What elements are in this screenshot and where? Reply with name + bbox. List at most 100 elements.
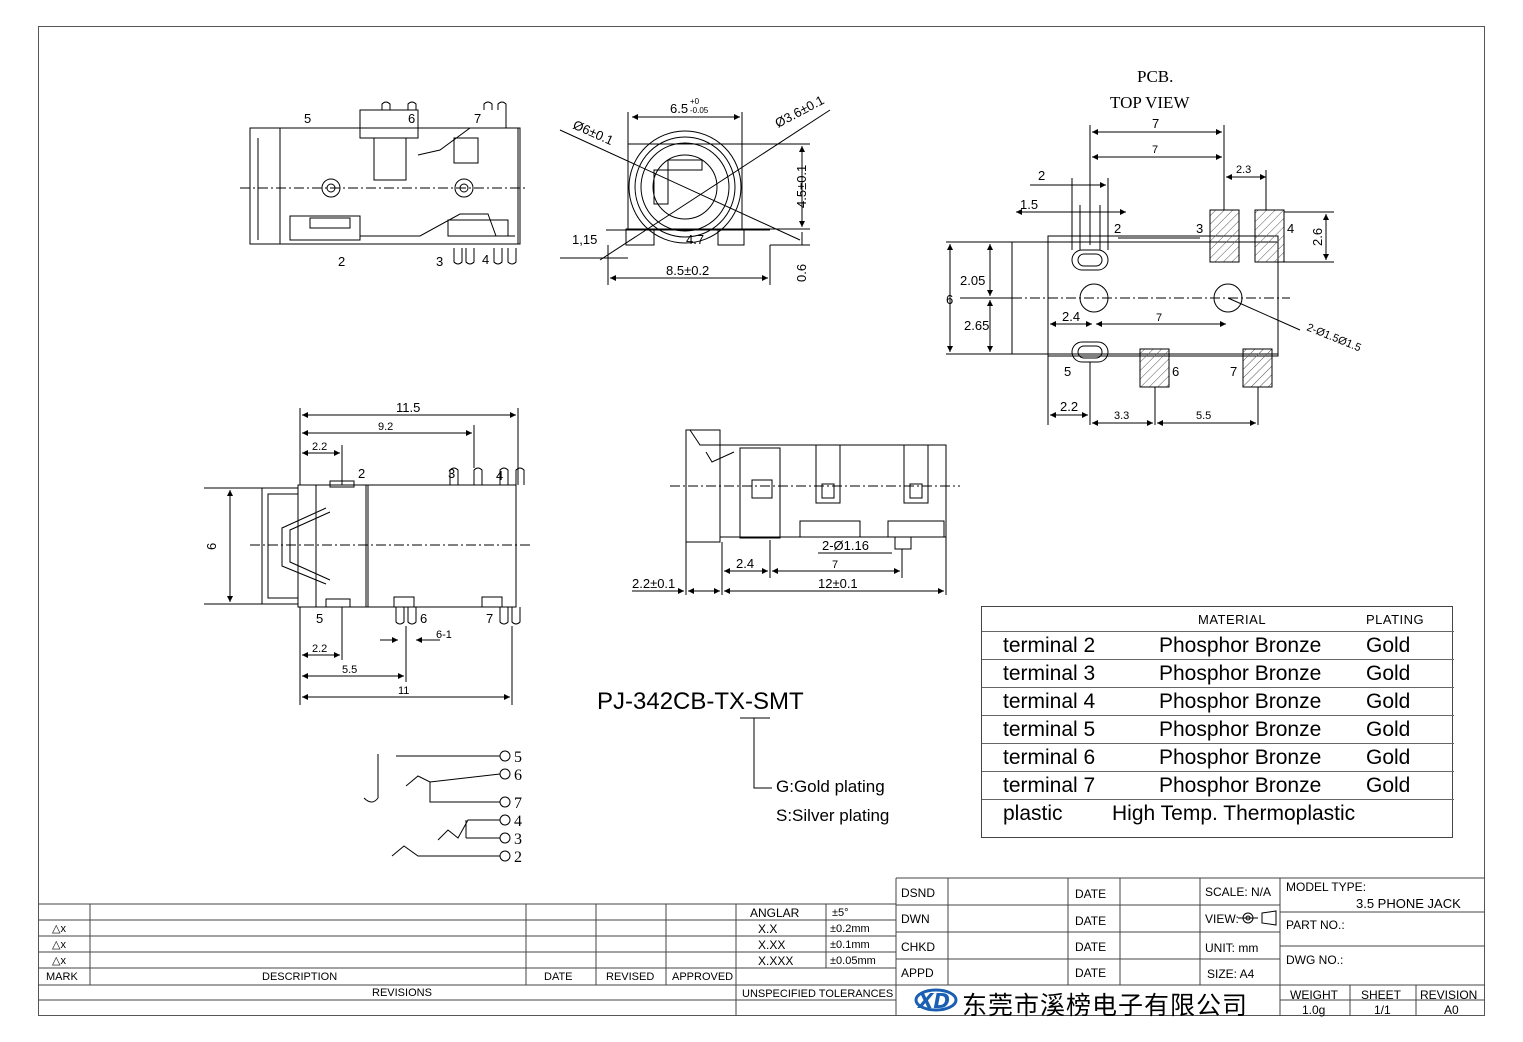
dim: 9.2 — [378, 421, 393, 433]
materials-part: terminal 3 — [1003, 662, 1096, 685]
dim-holes: 2-Ø1.16 — [822, 538, 869, 553]
materials-row: terminal 4 Phosphor Bronze Gold — [982, 687, 1454, 715]
logo-mark: XD — [916, 989, 950, 1013]
pad-label: 2 — [1114, 221, 1121, 236]
role-dwn: DWN — [901, 912, 930, 926]
pin-label: 6 — [408, 111, 415, 126]
pin-label: 7 — [486, 611, 493, 626]
tolerance-value: ±0.2mm — [830, 923, 870, 935]
materials-row: terminal 7 Phosphor Bronze Gold — [982, 771, 1454, 799]
materials-plating: Gold — [1366, 634, 1411, 657]
materials-material: Phosphor Bronze — [1159, 634, 1322, 657]
date-label: DATE — [1075, 914, 1107, 928]
pad-label: 4 — [1287, 221, 1294, 236]
materials-row: terminal 5 Phosphor Bronze Gold — [982, 715, 1454, 743]
company-name: 东莞市溪榜电子有限公司 — [962, 991, 1249, 1020]
dim: 2.4 — [736, 556, 754, 571]
tolerance-label: X.XXX — [758, 954, 794, 968]
size-label: SIZE: A4 — [1207, 967, 1255, 981]
part-no-label: PART NO.: — [1286, 918, 1345, 932]
dim-outer-dia: Ø6±0.1 — [571, 117, 616, 148]
materials-part: terminal 5 — [1003, 718, 1096, 741]
side-view — [632, 429, 960, 595]
materials-material: Phosphor Bronze — [1159, 690, 1322, 713]
dim-thick: 0.6 — [794, 264, 809, 282]
tolerance-label: X.XX — [758, 938, 786, 952]
materials-material: Phosphor Bronze — [1159, 662, 1322, 685]
dim: 7 — [1152, 116, 1159, 131]
materials-part: terminal 6 — [1003, 746, 1096, 769]
revisions-header-approved: APPROVED — [672, 971, 734, 983]
dim: 11 — [398, 685, 409, 697]
dim-holes: 2-Ø1.5Ø1.5 — [1305, 322, 1363, 355]
tolerance-value: ±0.1mm — [830, 939, 870, 951]
pin-label: 4 — [496, 468, 503, 483]
tolerance-label: X.X — [758, 922, 778, 936]
model-type-label: MODEL TYPE: — [1286, 880, 1367, 894]
model-type-value: 3.5 PHONE JACK — [1356, 896, 1461, 911]
schematic-pin: 2 — [514, 849, 522, 866]
role-appd: APPD — [901, 966, 934, 980]
tolerances-title: UNSPECIFIED TOLERANCES — [742, 988, 894, 1000]
materials-part: plastic — [1003, 802, 1063, 825]
dim: 5.5 — [1196, 410, 1211, 422]
revisions-header-date: DATE — [544, 971, 573, 983]
drawing-frame — [38, 26, 1485, 1016]
materials-plating: Gold — [1366, 718, 1411, 741]
materials-plating: Gold — [1366, 746, 1411, 769]
dim: 11.5 — [396, 400, 420, 415]
materials-part: terminal 7 — [1003, 774, 1096, 797]
pin-label: 4 — [482, 252, 489, 267]
revision-value: A0 — [1444, 1003, 1459, 1017]
tolerance-label: ANGLAR — [750, 906, 800, 920]
pcb-title-line2: TOP VIEW — [1110, 93, 1190, 112]
view-symbol-icon — [1238, 910, 1277, 926]
pcb-view — [946, 125, 1334, 426]
tolerance-value: ±5° — [832, 907, 849, 919]
dim: 2.3 — [1236, 164, 1251, 176]
dim: 2.2 — [312, 643, 327, 655]
view-label: VIEW: — [1205, 912, 1239, 926]
date-label: DATE — [1075, 940, 1107, 954]
end-view — [559, 109, 831, 285]
dim-height: 4.5±0.1 — [794, 165, 809, 208]
date-label: DATE — [1075, 887, 1107, 901]
materials-part: terminal 2 — [1003, 634, 1096, 657]
pin-label: 5 — [316, 611, 323, 626]
pad-label: 7 — [1230, 364, 1237, 379]
materials-plating: Gold — [1366, 662, 1411, 685]
schematic-pin: 3 — [514, 831, 522, 848]
schematic — [363, 750, 511, 862]
pad-label: 5 — [1064, 364, 1071, 379]
revision-label: REVISION — [1420, 988, 1478, 1002]
dim-base: 8.5±0.2 — [666, 263, 709, 278]
pcb-title-line1: PCB. — [1137, 67, 1173, 86]
materials-material: Phosphor Bronze — [1159, 746, 1322, 769]
dim: 2.2 — [1060, 399, 1078, 414]
role-chkd: CHKD — [901, 940, 936, 954]
tolerance-value: ±0.05mm — [830, 955, 876, 967]
dim: 1.5 — [1020, 197, 1038, 212]
materials-part: terminal 4 — [1003, 690, 1096, 713]
materials-row: terminal 3 Phosphor Bronze Gold — [982, 659, 1454, 687]
pin-label: 3 — [436, 254, 443, 269]
dim: 2.2±0.1 — [632, 576, 675, 591]
schematic-pin: 7 — [514, 795, 522, 812]
dim: 3.3 — [1114, 410, 1129, 422]
pin-label: 2 — [358, 466, 365, 481]
sheet-label: SHEET — [1361, 988, 1402, 1002]
pcb-title: PCB. TOP VIEW — [1110, 67, 1190, 112]
sheet-value: 1/1 — [1374, 1003, 1391, 1017]
materials-header-material: MATERIAL — [1198, 612, 1267, 627]
plating-option-silver: S:Silver plating — [776, 806, 890, 825]
materials-material: Phosphor Bronze — [1159, 718, 1322, 741]
dim: 2.2 — [312, 441, 327, 453]
revisions-header-revised: REVISED — [606, 971, 655, 983]
pin-label: 5 — [304, 111, 311, 126]
weight-label: WEIGHT — [1290, 988, 1338, 1002]
top-view — [204, 408, 530, 705]
materials-row-plastic: plastic High Temp. Thermoplastic — [982, 799, 1454, 827]
dim: 6-1 — [436, 629, 452, 641]
weight-value: 1.0g — [1302, 1003, 1326, 1017]
